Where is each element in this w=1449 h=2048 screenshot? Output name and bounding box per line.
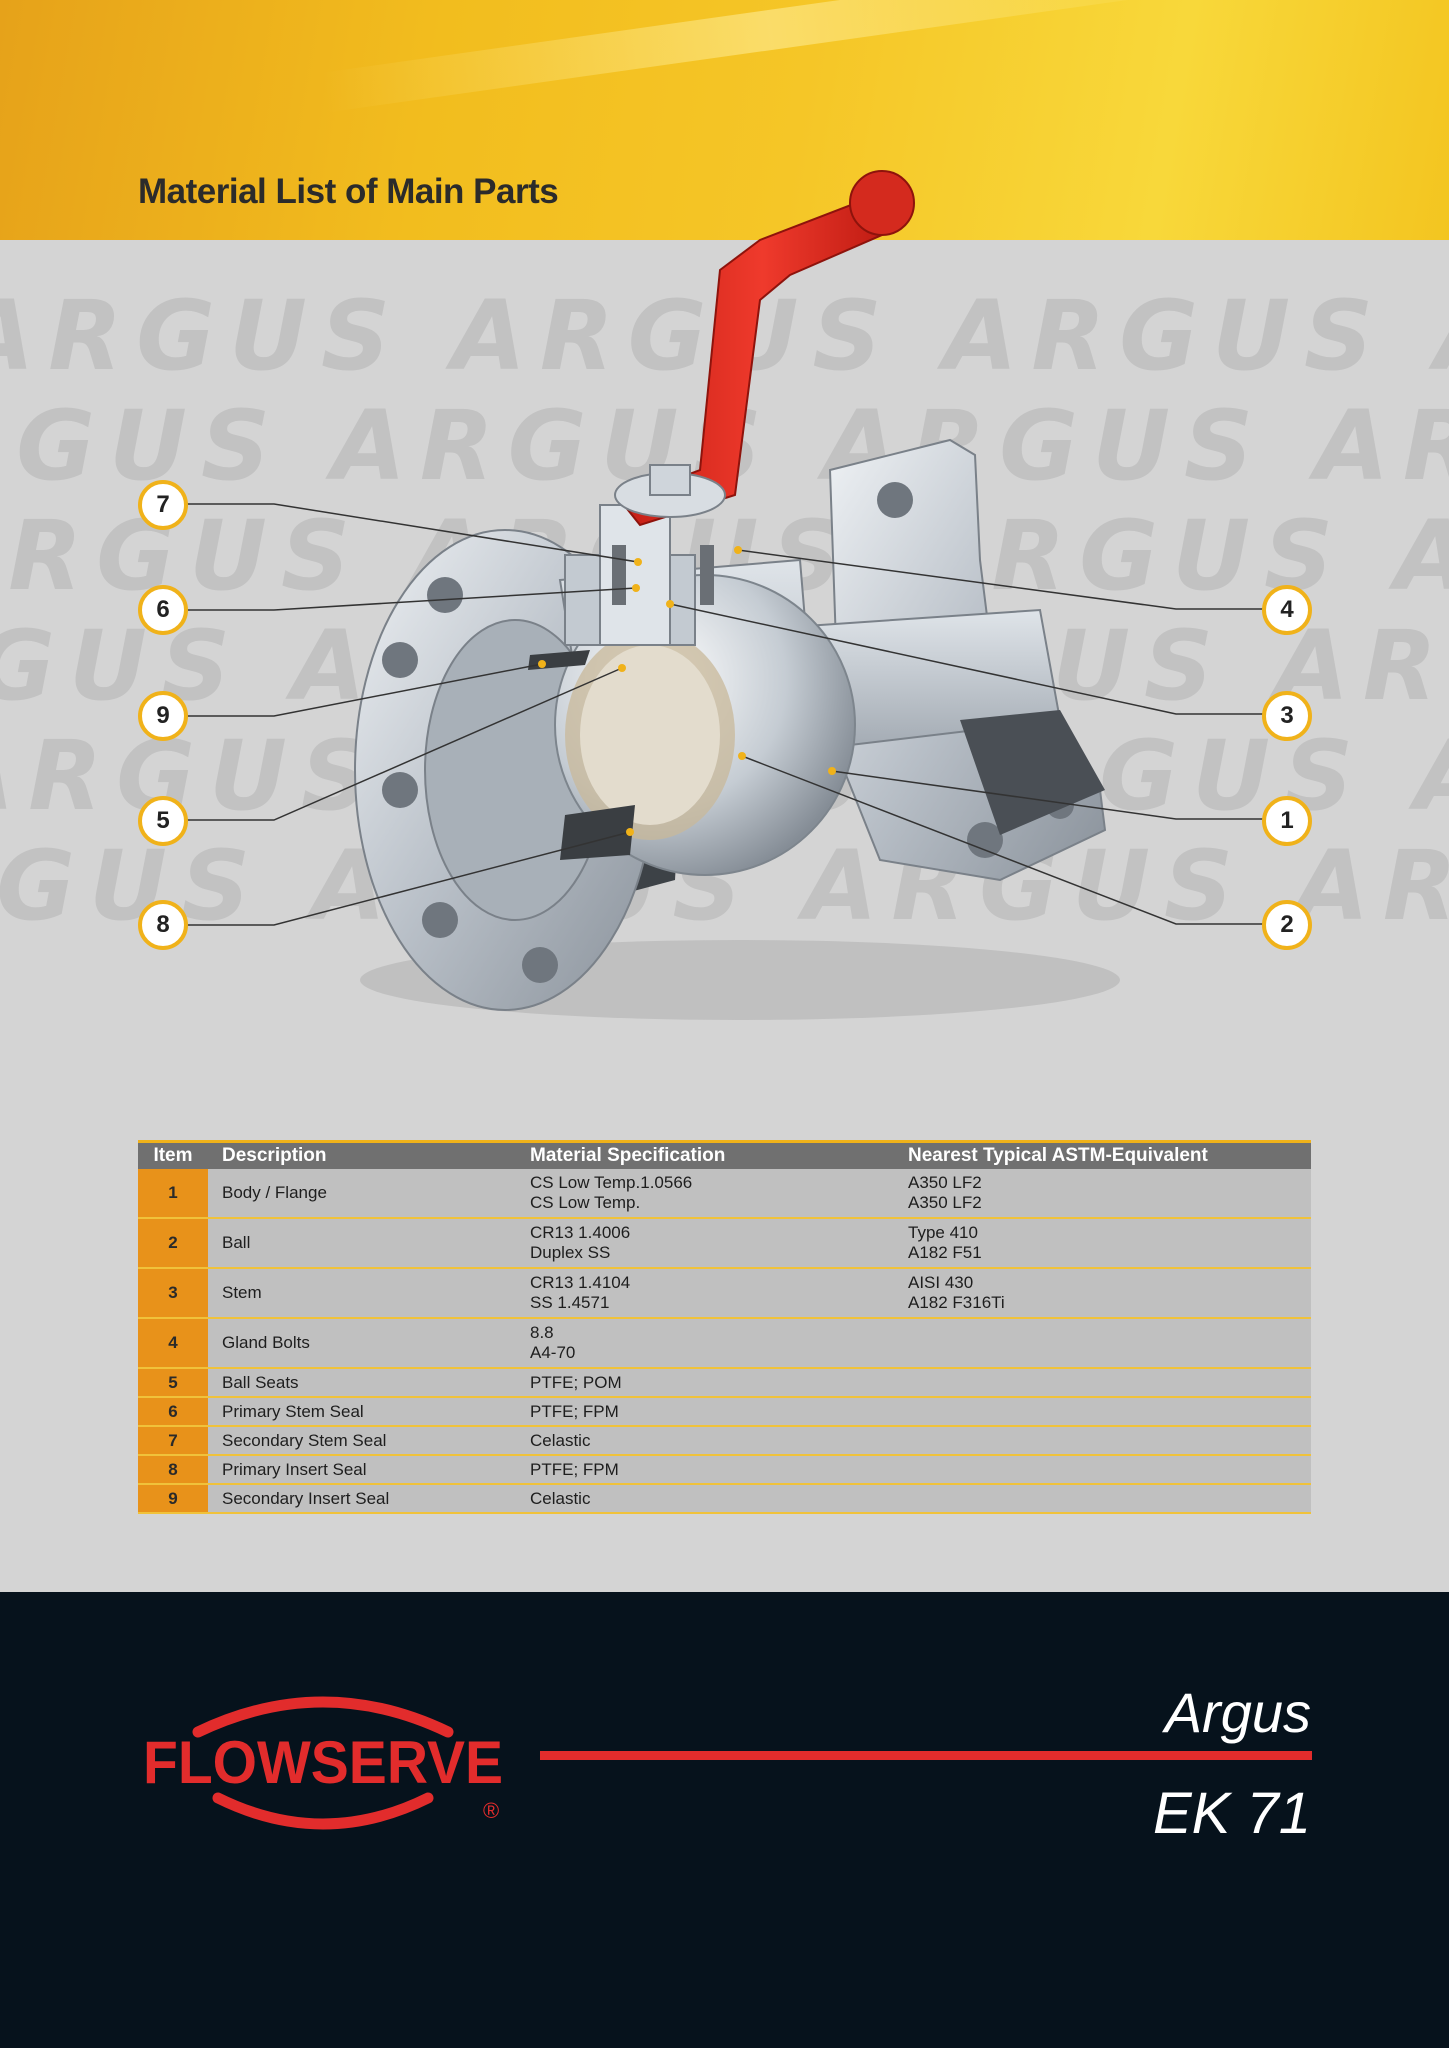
item-description: Stem	[208, 1268, 516, 1319]
column-header-astm: Nearest Typical ASTM-Equivalent	[894, 1140, 1311, 1169]
product-name: Argus	[1164, 1681, 1311, 1744]
astm-line: AISI 430	[908, 1273, 974, 1292]
registered-mark: ®	[483, 1798, 499, 1823]
table-row: 7 Secondary Stem Seal Celastic	[138, 1426, 1311, 1456]
item-number: 7	[138, 1426, 208, 1456]
item-number: 5	[138, 1368, 208, 1398]
table-row: 8 Primary Insert Seal PTFE; FPM	[138, 1455, 1311, 1485]
logo-wordmark: FLOWSERVE	[143, 1729, 503, 1796]
material-list-table: Item Description Material Specification …	[138, 1140, 1311, 1514]
material-spec-line: CR13 1.4104	[530, 1273, 631, 1292]
material-spec: PTFE; FPM	[516, 1397, 894, 1427]
callout-8: 8	[138, 900, 188, 950]
material-spec: Celastic	[516, 1484, 894, 1514]
material-spec-line: CS Low Temp.	[530, 1193, 641, 1212]
item-number: 2	[138, 1218, 208, 1269]
astm-equivalent	[894, 1484, 1311, 1514]
flowserve-logo: FLOWSERVE ®	[143, 1696, 503, 1830]
callout-4: 4	[1262, 585, 1312, 635]
callout-1: 1	[1262, 796, 1312, 846]
logo-top-arc	[192, 1696, 454, 1738]
page-title: Material List of Main Parts	[138, 172, 559, 211]
item-description: Secondary Insert Seal	[208, 1484, 516, 1514]
column-header-material-spec: Material Specification	[516, 1140, 894, 1169]
astm-line: A350 LF2	[908, 1173, 982, 1192]
item-number: 3	[138, 1268, 208, 1319]
material-spec: PTFE; FPM	[516, 1455, 894, 1485]
astm-equivalent	[894, 1426, 1311, 1456]
header-banner	[0, 0, 1449, 240]
material-spec: Celastic	[516, 1426, 894, 1456]
table-row: 6 Primary Stem Seal PTFE; FPM	[138, 1397, 1311, 1427]
item-description: Gland Bolts	[208, 1318, 516, 1369]
material-spec-line: CR13 1.4006	[530, 1223, 631, 1242]
astm-equivalent	[894, 1455, 1311, 1485]
logo-bottom-arc	[212, 1792, 434, 1830]
item-description: Body / Flange	[208, 1169, 516, 1219]
item-description: Ball	[208, 1218, 516, 1269]
item-description: Primary Insert Seal	[208, 1455, 516, 1485]
footer-red-rule	[540, 1751, 1312, 1760]
material-spec-line: CS Low Temp.1.0566	[530, 1173, 693, 1192]
callout-7: 7	[138, 480, 188, 530]
item-description: Primary Stem Seal	[208, 1397, 516, 1427]
callout-9: 9	[138, 691, 188, 741]
material-spec: PTFE; POM	[516, 1368, 894, 1398]
callout-6: 6	[138, 585, 188, 635]
table-row: 5 Ball Seats PTFE; POM	[138, 1368, 1311, 1398]
header-light-streak	[321, 0, 1219, 113]
column-header-item: Item	[138, 1140, 208, 1169]
item-description: Ball Seats	[208, 1368, 516, 1398]
item-description: Secondary Stem Seal	[208, 1426, 516, 1456]
astm-equivalent	[894, 1397, 1311, 1427]
astm-line: Type 410	[908, 1223, 978, 1242]
item-number: 1	[138, 1169, 208, 1219]
callout-5: 5	[138, 796, 188, 846]
material-spec-line: SS 1.4571	[530, 1293, 610, 1312]
table-header-row: Item Description Material Specification …	[138, 1140, 1311, 1169]
astm-equivalent	[894, 1318, 1311, 1369]
callout-2: 2	[1262, 900, 1312, 950]
column-header-description: Description	[208, 1140, 516, 1169]
material-spec-line: 8.8	[530, 1323, 554, 1342]
astm-line: A182 F316Ti	[908, 1293, 1005, 1312]
item-number: 8	[138, 1455, 208, 1485]
material-spec-line: Duplex SS	[530, 1243, 611, 1262]
model-number: EK 71	[1153, 1781, 1311, 1846]
callout-3: 3	[1262, 691, 1312, 741]
ball-valve-cutaway-illustration	[182, 170, 1266, 1020]
astm-line: A182 F51	[908, 1243, 982, 1262]
item-number: 4	[138, 1318, 208, 1369]
material-spec-line: A4-70	[530, 1343, 576, 1362]
footer-band	[0, 1592, 1449, 2048]
item-number: 9	[138, 1484, 208, 1514]
astm-equivalent	[894, 1368, 1311, 1398]
astm-line: A350 LF2	[908, 1193, 982, 1212]
item-number: 6	[138, 1397, 208, 1427]
table-row: 9 Secondary Insert Seal Celastic	[138, 1484, 1311, 1514]
